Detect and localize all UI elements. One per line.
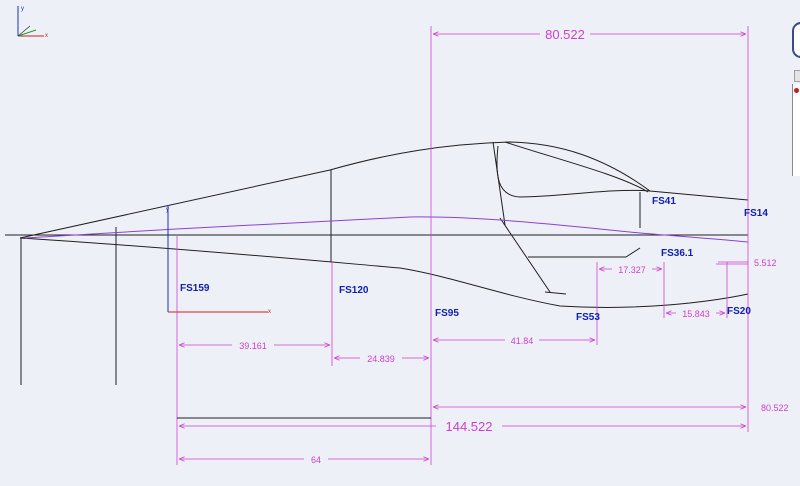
- task-pane-edge[interactable]: [792, 0, 800, 486]
- station-fs53[interactable]: FS53: [576, 312, 600, 323]
- station-fs36[interactable]: FS36.1: [661, 248, 694, 259]
- dim-5[interactable]: 5.512: [754, 258, 777, 268]
- origin-y-label: y: [166, 207, 169, 213]
- dim-right-80[interactable]: 80.522: [761, 403, 789, 413]
- view-orientation-icon[interactable]: [792, 22, 800, 58]
- fuselage-outline[interactable]: [5, 141, 749, 385]
- station-fs159[interactable]: FS159: [180, 283, 210, 294]
- local-origin-triad: y x: [166, 205, 271, 315]
- canopy-curve: [496, 145, 651, 198]
- dim-39[interactable]: 39.161: [239, 341, 267, 351]
- pane-list[interactable]: [792, 84, 800, 176]
- origin-x-label: x: [268, 309, 271, 315]
- dim-15[interactable]: 15.843: [682, 309, 710, 319]
- pane-button[interactable]: [794, 70, 800, 82]
- lower-gear-foot: [544, 291, 567, 295]
- strut-line: [499, 217, 551, 293]
- canopy-frame: [504, 141, 649, 193]
- extension-lines: [176, 26, 749, 465]
- dim-24[interactable]: 24.839: [367, 354, 395, 364]
- wing-spar-tip: [625, 247, 641, 258]
- station-fs20[interactable]: FS20: [727, 306, 751, 317]
- station-fs95[interactable]: FS95: [435, 308, 459, 319]
- triad-y-label: y: [21, 6, 24, 12]
- windshield-post: [492, 141, 506, 226]
- dimension-values[interactable]: 80.522 39.161 24.839 41.84 17.327 15.843…: [232, 27, 789, 465]
- status-dot-icon: [794, 88, 799, 93]
- upper-profile: [19, 141, 749, 239]
- dim-64[interactable]: 64: [311, 455, 321, 465]
- view-triad: y x: [17, 6, 48, 39]
- station-fs120[interactable]: FS120: [339, 285, 369, 296]
- dim-top-overall[interactable]: 80.522: [545, 27, 585, 42]
- dim-total[interactable]: 144.522: [446, 419, 493, 434]
- station-fs41[interactable]: FS41: [652, 196, 676, 207]
- dim-17[interactable]: 17.327: [618, 265, 646, 275]
- station-labels[interactable]: FS159 FS120 FS95 FS53 FS41 FS36.1 FS20 F…: [180, 196, 768, 323]
- thrust-line-curve[interactable]: [24, 216, 749, 243]
- dim-41[interactable]: 41.84: [511, 336, 534, 346]
- dimension-lines[interactable]: [179, 34, 748, 459]
- lower-profile: [19, 237, 749, 308]
- station-fs14[interactable]: FS14: [744, 208, 768, 219]
- triad-x-label: x: [45, 33, 48, 39]
